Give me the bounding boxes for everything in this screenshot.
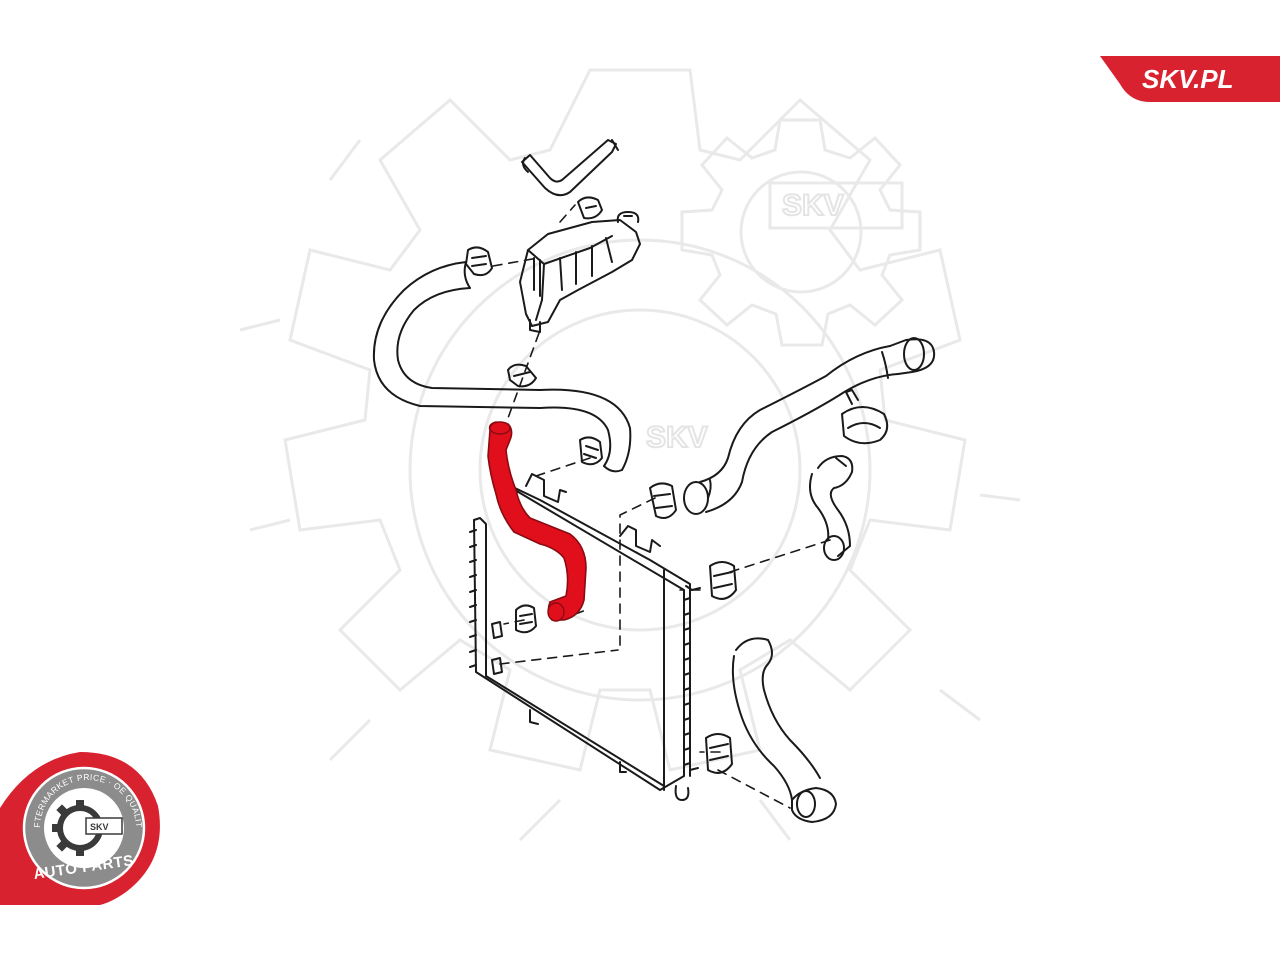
brand-banner-text: SKV.PL xyxy=(1142,64,1234,94)
expansion-tank xyxy=(519,211,641,333)
clip-radiator-left xyxy=(515,604,537,634)
upper-loop-hose xyxy=(372,261,632,473)
watermark-text-center: SKV xyxy=(646,421,708,454)
watermark-gear-small xyxy=(680,118,922,347)
clip-radiator-right xyxy=(709,561,737,600)
clip-lower-right xyxy=(705,733,733,774)
s-hose-right xyxy=(809,455,854,561)
lower-hose xyxy=(731,637,837,823)
brand-banner: SKV.PL xyxy=(1100,56,1280,102)
small-overflow-hose xyxy=(521,139,619,197)
upper-right-hose xyxy=(683,337,936,515)
clip-loop-end xyxy=(579,436,603,466)
badge-center-text: SKV xyxy=(90,822,109,832)
clip-tank-left xyxy=(465,246,493,277)
clip-upper-right xyxy=(841,389,889,445)
clip-mid xyxy=(507,363,537,388)
skv-badge: AFTERMARKET PRICE · OE QUALITY SKV AUTO … xyxy=(0,0,160,905)
bottom-whitespace xyxy=(0,905,1280,960)
radiator xyxy=(469,473,701,801)
badge-gear-icon xyxy=(52,800,123,856)
clip-top xyxy=(577,196,603,220)
watermark-text-top: SKV xyxy=(782,189,844,222)
line-art xyxy=(372,139,936,823)
watermark-gear-large xyxy=(239,68,1021,842)
highlighted-hose xyxy=(487,421,587,622)
clip-hose-upper-right-end xyxy=(649,482,677,519)
badge-ring-text: AFTERMARKET PRICE · OE QUALITY xyxy=(0,0,144,828)
